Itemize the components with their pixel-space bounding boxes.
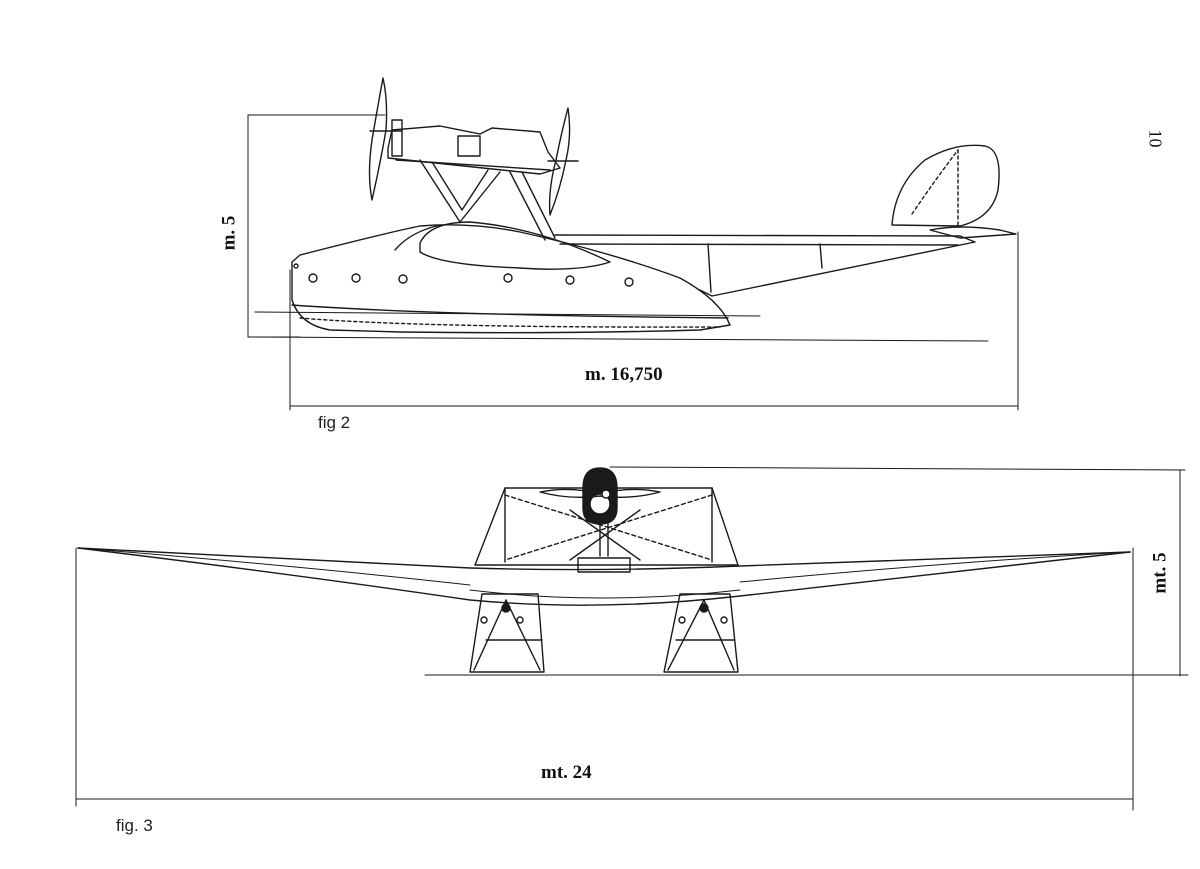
fig3-dimension-lines [75,466,1189,811]
left-float [469,593,545,673]
page-number: 10 [1145,129,1166,148]
hull [291,221,731,334]
engine-struts [419,159,556,241]
fig3-caption: fig. 3 [116,816,153,835]
wing [77,547,1131,606]
front-engine [539,467,661,557]
fig3-front-view [75,466,1189,811]
fig2-side-view [247,77,1019,411]
fig3-height-dimension: mt. 5 [1149,552,1171,594]
engine-nacelle [387,119,561,175]
fig2-height-dimension: m. 5 [218,215,240,251]
fig3-span-dimension: mt. 24 [541,762,592,783]
fig2-caption: fig 2 [318,413,351,432]
propellers [368,77,579,216]
right-float [663,593,739,673]
fig2-length-dimension: m. 16,750 [585,364,663,385]
tail-boom [554,226,1017,297]
tail-fin [891,144,1000,227]
